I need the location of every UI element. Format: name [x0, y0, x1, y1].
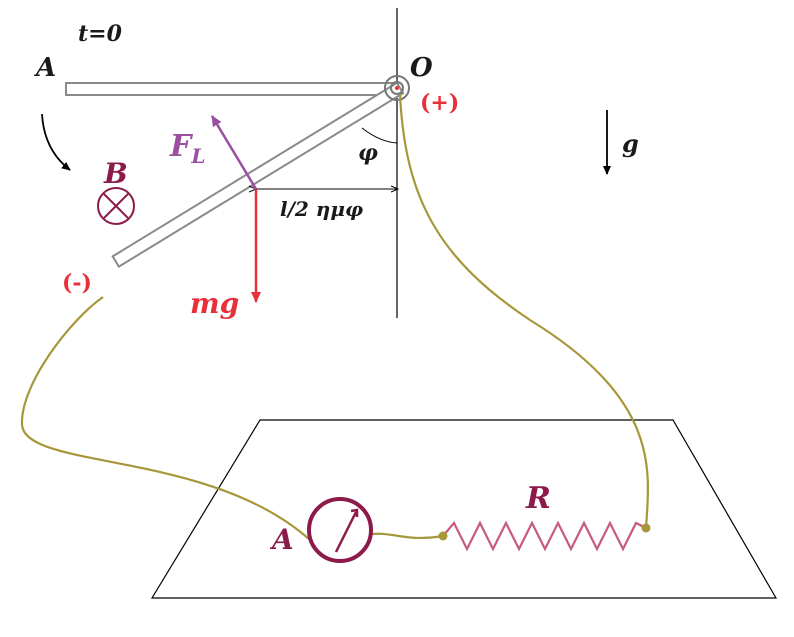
rotation-arrow	[41, 113, 71, 171]
ammeter-label: A	[269, 523, 294, 556]
point-a-label: A	[33, 53, 56, 83]
field-label: B	[103, 157, 128, 190]
minus-terminal-label: (-)	[62, 270, 92, 296]
resistor-terminal-left	[438, 531, 448, 541]
resistor-zigzag	[442, 520, 647, 552]
ammeter-icon	[307, 497, 373, 563]
lever-arm-label: l/2 ημφ	[280, 197, 363, 221]
weight-label: mg	[190, 287, 239, 320]
resistor-label: R	[525, 481, 551, 516]
wire-right	[398, 93, 650, 529]
resistor-terminal-right	[641, 523, 651, 533]
plus-terminal-label: (+)	[420, 90, 459, 116]
rod-initial	[65, 82, 399, 96]
gravity-label: g	[622, 129, 639, 158]
angle-arc	[361, 127, 398, 144]
pivot-dot	[395, 86, 399, 90]
laplace-force-arrow	[210, 115, 258, 190]
force-subscript: L	[190, 144, 205, 168]
pivot-outer	[384, 75, 410, 101]
wire-left	[20, 296, 311, 541]
pivot-label: O	[410, 53, 433, 83]
rod-tilted	[111, 81, 405, 268]
time-label: t=0	[78, 21, 123, 47]
pivot-inner	[390, 81, 404, 95]
angle-label: φ	[358, 140, 378, 166]
magnetic-field-icon	[97, 187, 135, 225]
wire-middle	[371, 532, 444, 540]
force-label: FL	[169, 129, 205, 168]
table-plane	[150, 419, 778, 599]
